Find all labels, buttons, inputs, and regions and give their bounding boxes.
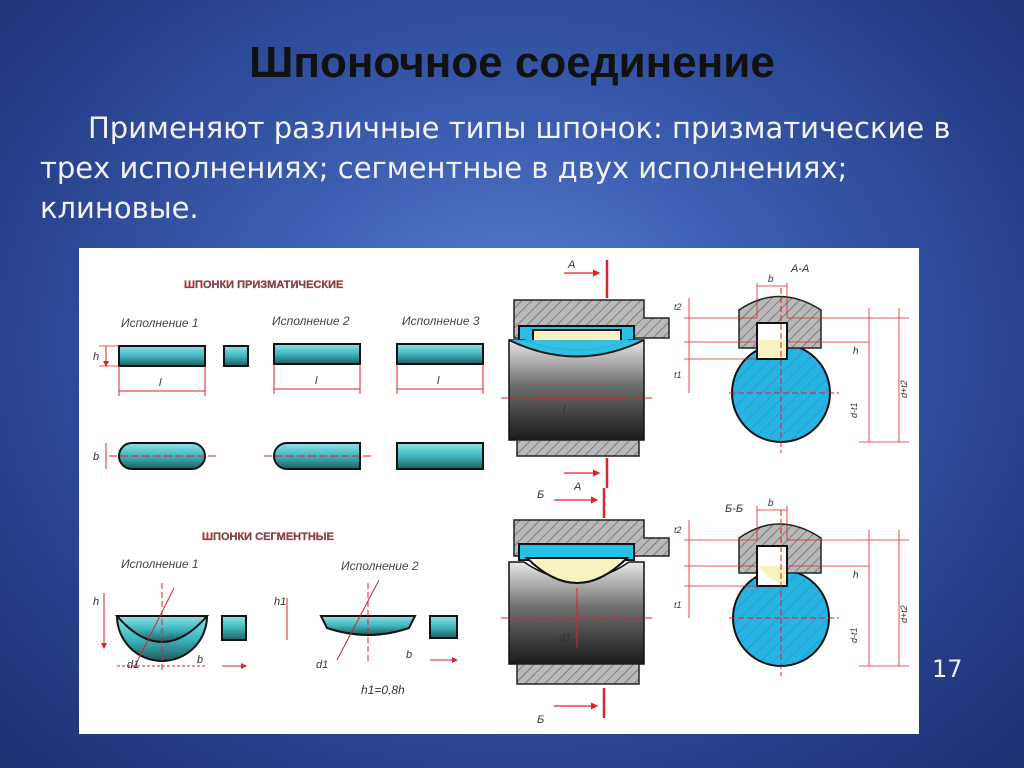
shaft-section-prismatic	[501, 260, 670, 488]
section-b-top: Б	[537, 489, 544, 501]
seg-dim-b-label-2: b	[406, 649, 412, 661]
bb-dim-b-label: b	[768, 498, 774, 509]
dim-l-label-3: l	[437, 375, 440, 387]
seg-dim-d1-label-2: d1	[316, 659, 328, 671]
prismatic-key-3-top	[396, 442, 484, 470]
segment-heading: ШПОНКИ СЕГМЕНТНЫЕ	[202, 531, 334, 543]
aa-dim-dt1-label: d-t1	[849, 402, 859, 418]
section-a-top: A	[567, 259, 575, 271]
prismatic-key-3-side	[396, 343, 484, 365]
bb-dim-dt1-label: d-t1	[849, 627, 859, 643]
prismatic-key-2-top	[273, 442, 361, 470]
section-b-bottom: Б	[537, 714, 544, 726]
seg-formula: h1=0,8h	[361, 683, 405, 697]
middle-dim-d1-label: d1	[559, 632, 571, 644]
aa-dim-dt2-label: d+t2	[899, 380, 909, 398]
slide-title: Шпоночное соединение	[249, 38, 775, 87]
bb-title: Б-Б	[725, 503, 743, 515]
segment-key-2	[319, 615, 417, 636]
middle-dim-l-label: l	[563, 404, 566, 416]
seg-dim-h1-label: h1	[274, 596, 286, 608]
aa-dim-b-label: b	[768, 274, 774, 285]
cross-section-aa	[684, 283, 909, 453]
dim-l-label-2: l	[315, 375, 318, 387]
prismatic-key-2-side	[273, 343, 361, 365]
dim-h-label: h	[93, 351, 99, 363]
prismatic-key-1-end	[223, 345, 249, 367]
prismatic-heading: ШПОНКИ ПРИЗМАТИЧЕСКИЕ	[184, 279, 343, 291]
aa-dim-h-label: h	[853, 346, 859, 357]
shaft-section-segment	[501, 488, 670, 718]
exec-2-label: Исполнение 2	[272, 314, 350, 328]
exec-3-label: Исполнение 3	[402, 314, 480, 328]
seg-dim-h-label: h	[93, 596, 99, 608]
bb-dim-h-label: h	[853, 570, 859, 581]
aa-dim-t2-label: t2	[674, 302, 682, 312]
segment-exec-1-label: Исполнение 1	[121, 557, 199, 571]
page-number: 17	[932, 655, 963, 683]
bb-dim-t2-label: t2	[674, 525, 682, 535]
exec-1-label: Исполнение 1	[121, 316, 199, 330]
prismatic-key-1-side	[118, 345, 206, 367]
section-a-bottom: A	[573, 481, 581, 493]
aa-dim-t1-label: t1	[674, 370, 682, 380]
seg-dim-b-label-1: b	[197, 654, 203, 666]
slide-body-text: Применяют различные типы шпонок: призмат…	[40, 111, 951, 225]
cross-section-bb	[684, 506, 909, 676]
dim-b-top-label: b	[93, 451, 99, 463]
segment-exec-2-label: Исполнение 2	[341, 559, 419, 573]
dim-l-label-1: l	[159, 377, 162, 389]
bb-dim-dt2-label: d+t2	[899, 605, 909, 623]
segment-key-2-end	[429, 615, 458, 639]
bb-dim-t1-label: t1	[674, 600, 682, 610]
seg-dim-d1-label-1: d1	[127, 659, 139, 671]
key-drawings-figure: ШПОНКИ ПРИЗМАТИЧЕСКИЕ Исполнение 1 Испол…	[79, 248, 919, 734]
segment-key-1-end	[221, 615, 247, 641]
aa-title: A-A	[790, 263, 809, 275]
